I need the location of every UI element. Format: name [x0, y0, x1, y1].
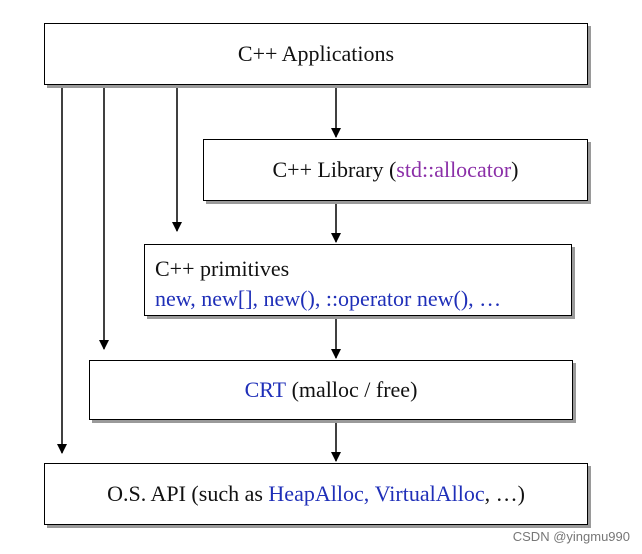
os-api-highlight-virtualalloc: VirtualAlloc — [374, 481, 485, 506]
os-api-separator: , — [363, 481, 375, 506]
applications-box: C++ Applications — [44, 23, 588, 85]
library-label-highlight: std::allocator — [396, 157, 512, 182]
os-api-box: O.S. API (such as HeapAlloc, VirtualAllo… — [44, 463, 588, 525]
primitives-title: C++ primitives — [155, 256, 290, 281]
primitives-items: new, new[], new(), ::operator new(), … — [155, 286, 502, 311]
applications-label: C++ Applications — [237, 41, 395, 66]
primitives-box: C++ primitives new, new[], new(), ::oper… — [144, 244, 572, 316]
csdn-watermark: CSDN @yingmu990 — [512, 529, 630, 544]
library-box: C++ Library (std::allocator) — [203, 139, 588, 201]
crt-label-suffix: (malloc / free) — [286, 377, 418, 402]
library-label-suffix: ) — [511, 157, 519, 182]
os-api-label-suffix: , …) — [484, 481, 525, 506]
crt-box: CRT (malloc / free) — [89, 360, 573, 420]
crt-label-highlight: CRT — [244, 377, 287, 402]
library-label-prefix: C++ Library ( — [272, 157, 397, 182]
os-api-label-prefix: O.S. API (such as — [107, 481, 269, 506]
os-api-highlight-heapalloc: HeapAlloc — [268, 481, 364, 506]
